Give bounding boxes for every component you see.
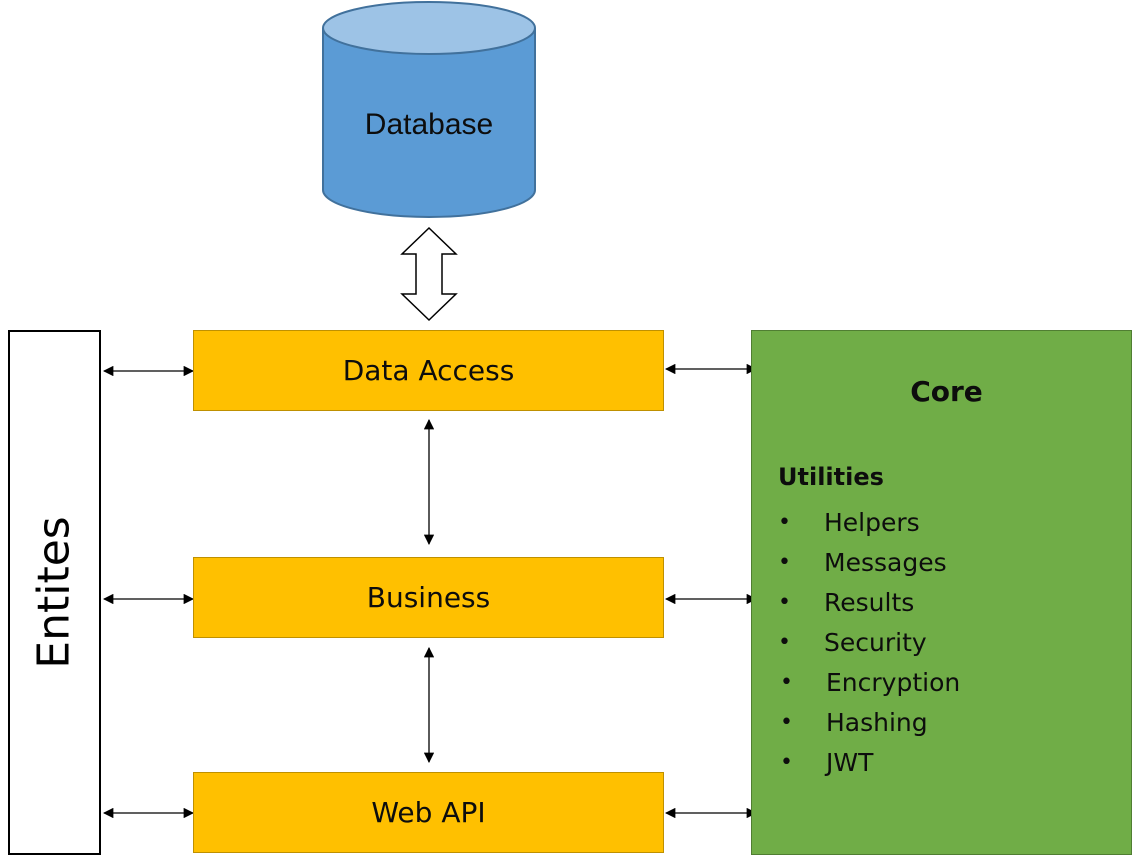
utilities-list: Helpers Messages Results Security	[776, 503, 947, 663]
database-data-access-double-arrow	[400, 226, 458, 322]
list-item: Encryption	[778, 663, 1133, 703]
list-item: JWT	[778, 743, 1133, 783]
list-item: Messages	[776, 543, 947, 583]
business-label: Business	[366, 581, 491, 614]
business-box: Business	[193, 557, 664, 638]
data-access-label: Data Access	[342, 354, 515, 387]
web-api-label: Web API	[371, 796, 486, 829]
list-item: Security	[776, 623, 947, 663]
core-title: Core	[910, 375, 983, 408]
core-box: Core Utilities Helpers Messages Results …	[751, 330, 1132, 855]
database-label: Database	[365, 108, 493, 141]
security-list: Encryption Hashing JWT	[778, 663, 1133, 783]
list-item: Helpers	[776, 503, 947, 543]
data-access-box: Data Access	[193, 330, 664, 411]
web-api-box: Web API	[193, 772, 664, 853]
entities-box: Entites	[8, 330, 101, 855]
database-cylinder: Database	[322, 1, 536, 218]
list-item: Results	[776, 583, 947, 623]
utilities-heading: Utilities	[778, 463, 884, 491]
entities-label: Entites	[29, 516, 81, 669]
list-item: Hashing	[778, 703, 1133, 743]
